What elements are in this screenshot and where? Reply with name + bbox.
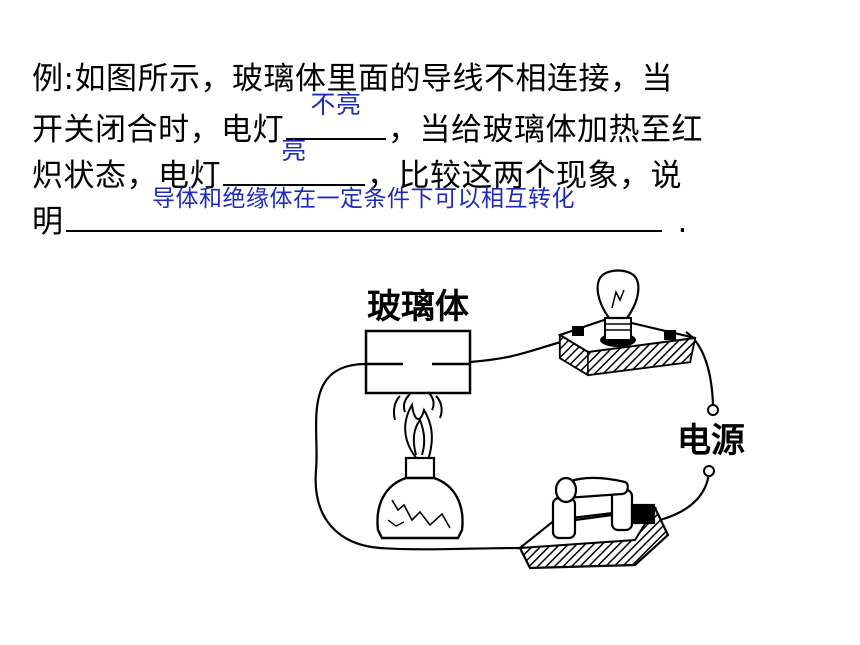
glass-label: 玻璃体 <box>367 287 469 327</box>
answer-3-text: 导体和绝缘体在一定条件下可以相互转化 <box>152 186 575 212</box>
question-text: 例:如图所示，玻璃体里面的导线不相连接，当 开关闭合时，电灯不亮 ，当给玻璃体加热… <box>32 56 832 240</box>
question-line-3-post: ，比较这两个现象，说 <box>367 158 682 194</box>
question-line-1-text: 例:如图所示，玻璃体里面的导线不相连接，当 <box>32 61 673 97</box>
question-line-2: 开关闭合时，电灯不亮 ，当给玻璃体加热至红 <box>32 90 832 148</box>
question-line-2-post: ，当给玻璃体加热至红 <box>388 112 703 148</box>
question-line-1: 例:如图所示，玻璃体里面的导线不相连接，当 <box>32 56 832 102</box>
alcohol-lamp <box>376 456 464 540</box>
answer-2-text: 亮 <box>281 136 307 165</box>
answer-blank-3: 导体和绝缘体在一定条件下可以相互转化 <box>65 186 662 232</box>
answer-blank-2: 亮 <box>223 136 365 186</box>
question-line-3-pre: 炽状态，电灯 <box>32 158 221 194</box>
power-label: 电源 <box>677 421 745 461</box>
light-bulb-icon <box>596 269 640 320</box>
answer-1-text: 不亮 <box>310 90 362 119</box>
question-line-3: 炽状态，电灯 亮 ，比较这两个现象，说 <box>32 136 832 194</box>
question-line-4-post: . <box>677 204 688 240</box>
glass-body <box>364 329 472 395</box>
lamp-board <box>557 316 697 377</box>
power-terminal-bottom <box>703 465 715 477</box>
answer-blank-1: 不亮 <box>286 90 386 140</box>
flame-icon <box>392 391 443 461</box>
question-line-4-pre: 明 <box>32 204 64 240</box>
switch-icon <box>551 476 656 540</box>
question-line-4: 明 导体和绝缘体在一定条件下可以相互转化. <box>32 186 832 240</box>
power-terminal-top <box>707 404 719 416</box>
question-line-2-pre: 开关闭合时，电灯 <box>32 112 284 148</box>
